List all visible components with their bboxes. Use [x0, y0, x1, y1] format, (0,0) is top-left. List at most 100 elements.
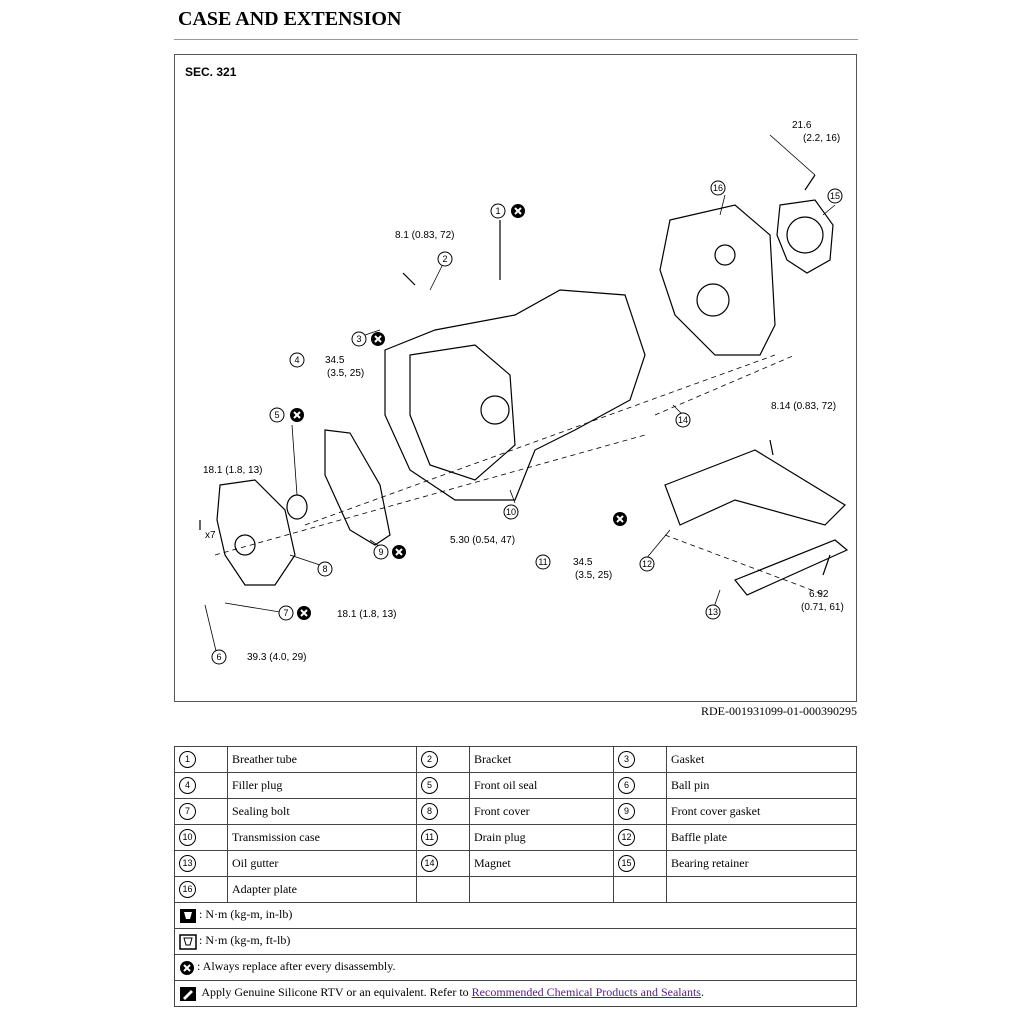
- replace-icons: [290, 204, 627, 620]
- bearing-retainer-drawing: [776, 199, 834, 274]
- part-label-9: 9: [373, 544, 389, 560]
- chemical-products-link[interactable]: Recommended Chemical Products and Sealan…: [471, 985, 701, 1000]
- part-label-8: 8: [317, 561, 333, 577]
- part-label-11: 11: [535, 554, 551, 570]
- part-label-7: 7: [278, 605, 294, 621]
- part-name: Breather tube: [227, 746, 417, 773]
- part-name: Bearing retainer: [666, 850, 857, 877]
- parts-table: 1 Breather tube 2 Bracket 3 Gasket 4 Fil…: [174, 746, 857, 1007]
- part-label-4: 4: [289, 352, 305, 368]
- torque-callout-filler-sub: (3.5, 25): [327, 368, 364, 379]
- torque-callout-gutter: 6.92: [809, 589, 829, 600]
- torque-callout-bracket: 8.1 (0.83, 72): [395, 230, 454, 241]
- svg-text:13: 13: [708, 607, 718, 617]
- legend-replace: : Always replace after every disassembly…: [197, 959, 396, 974]
- oil-gutter-drawing: [734, 539, 849, 596]
- part-number: 16: [179, 881, 196, 898]
- transmission-case-drawing: [384, 289, 646, 501]
- torque-callout-baffle: 8.14 (0.83, 72): [771, 401, 836, 412]
- part-label-14: 14: [675, 412, 691, 428]
- svg-text:12: 12: [642, 559, 652, 569]
- legend-rtv-text: Apply Genuine Silicone RTV or an equival…: [199, 985, 472, 1000]
- part-name: Bracket: [469, 746, 614, 773]
- part-name: Drain plug: [469, 824, 614, 851]
- part-number: 11: [421, 829, 438, 846]
- part-label-15: 15: [827, 188, 843, 204]
- part-number: 14: [421, 855, 438, 872]
- part-number: 7: [179, 803, 196, 820]
- adapter-plate-drawing: [659, 204, 776, 356]
- baffle-plate-drawing: [664, 449, 846, 526]
- part-label-13: 13: [705, 604, 721, 620]
- part-number: 13: [179, 855, 196, 872]
- part-number: 2: [421, 751, 438, 768]
- part-label-12: 12: [639, 556, 655, 572]
- part-number: 9: [618, 803, 635, 820]
- exploded-diagram: 1 2 3 4 5 6 7 8 9 10 11 12 13 14 15 16: [199, 120, 849, 665]
- part-name: Filler plug: [227, 772, 417, 799]
- table-row: 10 Transmission case 11 Drain plug 12 Ba…: [174, 824, 857, 851]
- svg-text:14: 14: [678, 415, 688, 425]
- front-oil-seal-drawing: [286, 494, 308, 520]
- torque-wrench-icon: [180, 908, 196, 923]
- part-name: Baffle plate: [666, 824, 857, 851]
- part-label-3: 3: [351, 331, 367, 347]
- part-name: Front cover: [469, 798, 614, 825]
- legend-row-torque-in-lb: : N·m (kg-m, in-lb): [174, 902, 857, 929]
- svg-text:16: 16: [713, 183, 723, 193]
- torque-callout-front-cover: 18.1 (1.8, 13): [203, 465, 262, 476]
- legend-torque-in-lb: : N·m (kg-m, in-lb): [199, 907, 293, 922]
- torque-callout-ball-pin: 39.3 (4.0, 29): [247, 652, 306, 663]
- svg-text:3: 3: [356, 334, 361, 344]
- table-row: 1 Breather tube 2 Bracket 3 Gasket: [174, 746, 857, 773]
- part-name: Front oil seal: [469, 772, 614, 799]
- part-number: 1: [179, 751, 196, 768]
- torque-callout-filler: 34.5: [325, 355, 345, 366]
- torque-callout-case: 5.30 (0.54, 47): [450, 535, 515, 546]
- front-cover-drawing: [216, 479, 296, 586]
- part-number: 15: [618, 855, 635, 872]
- part-number: 3: [618, 751, 635, 768]
- torque-callout-gutter-sub: (0.71, 61): [801, 602, 844, 613]
- svg-text:7: 7: [283, 608, 288, 618]
- svg-text:8: 8: [322, 564, 327, 574]
- torque-wrench-outline-icon: [179, 933, 197, 950]
- part-label-2: 2: [437, 251, 453, 267]
- torque-callout-sealing-bolt: 18.1 (1.8, 13): [337, 609, 396, 620]
- part-label-1: 1: [490, 203, 506, 219]
- figure-id: RDE-001931099-01-000390295: [701, 704, 857, 718]
- title-divider: [174, 39, 858, 40]
- table-row: 7 Sealing bolt 8 Front cover 9 Front cov…: [174, 798, 857, 825]
- part-name: Gasket: [666, 746, 857, 773]
- table-row: 16 Adapter plate: [174, 876, 857, 903]
- part-number: 6: [618, 777, 635, 794]
- part-label-6: 6: [211, 649, 227, 665]
- section-label: SEC. 321: [185, 65, 237, 79]
- replace-icon: [180, 960, 194, 975]
- part-number: 12: [618, 829, 635, 846]
- part-name: Oil gutter: [227, 850, 417, 877]
- part-name: Sealing bolt: [227, 798, 417, 825]
- table-row: 13 Oil gutter 14 Magnet 15 Bearing retai…: [174, 850, 857, 877]
- part-number: 10: [179, 829, 196, 846]
- part-number: 5: [421, 777, 438, 794]
- svg-text:5: 5: [274, 410, 279, 420]
- svg-text:9: 9: [378, 547, 383, 557]
- sealant-icon: [180, 986, 196, 1001]
- legend-row-torque-ft-lb: : N·m (kg-m, ft-lb): [174, 928, 857, 955]
- part-label-5: 5: [269, 407, 285, 423]
- svg-text:15: 15: [830, 191, 840, 201]
- part-name: Magnet: [469, 850, 614, 877]
- front-cover-bolt-count: x7: [205, 530, 216, 541]
- part-label-16: 16: [710, 180, 726, 196]
- legend-torque-ft-lb: : N·m (kg-m, ft-lb): [199, 933, 291, 948]
- part-label-10: 10: [503, 504, 519, 520]
- svg-text:1: 1: [495, 206, 500, 216]
- svg-text:11: 11: [538, 557, 547, 567]
- legend-rtv-end: .: [700, 985, 704, 1000]
- part-number: 8: [421, 803, 438, 820]
- torque-callout-top-right: 21.6: [792, 120, 812, 131]
- page-title: CASE AND EXTENSION: [178, 8, 402, 30]
- svg-text:2: 2: [442, 254, 447, 264]
- part-name: Front cover gasket: [666, 798, 857, 825]
